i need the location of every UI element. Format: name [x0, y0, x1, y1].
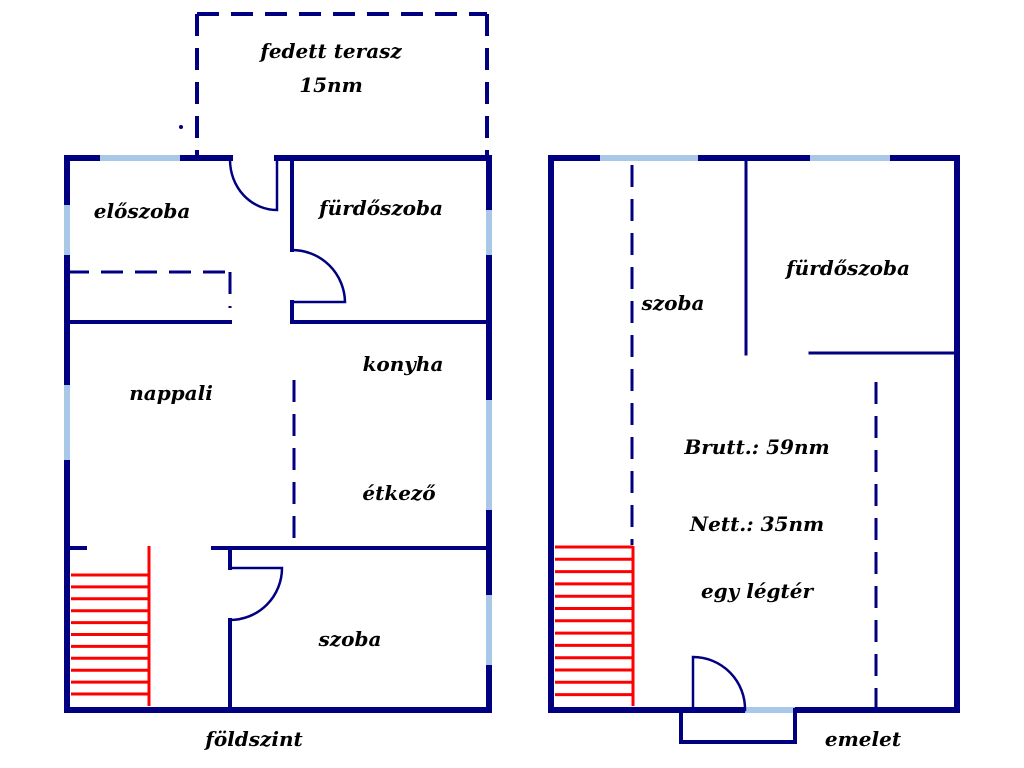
upper-entrance-niche [679, 708, 797, 744]
bathroom-door [290, 248, 347, 304]
ground-bedroom-label: szoba [318, 627, 382, 651]
ground-outer-walls [64, 155, 492, 713]
open-space-label: egy légtér [701, 579, 815, 603]
terrace-label: fedett terasz [258, 39, 402, 63]
ground-doors [228, 158, 347, 622]
upper-windows [600, 155, 890, 713]
ground-floor-caption: földszint [203, 727, 303, 751]
terrace-area-label: 15nm [299, 73, 363, 97]
ground-stairs [71, 546, 151, 706]
upper-dashed-lines [630, 165, 878, 710]
gross-area-label: Brutt.: 59nm [683, 435, 829, 459]
ground-dashed-lines [67, 270, 296, 548]
net-area-label: Nett.: 35nm [689, 512, 824, 536]
entrance-door [228, 158, 279, 212]
upper-room-label: szoba [641, 291, 705, 315]
living-room-label: nappali [129, 381, 213, 405]
upper-inner-walls [744, 156, 959, 356]
ground-floor-plan: fedett terasz 15nm előszoba fürdőszoba k… [64, 12, 492, 751]
dining-label: étkező [362, 481, 436, 505]
upper-floor-plan: szoba fürdőszoba Brutt.: 59nm Nett.: 35n… [548, 155, 960, 751]
terrace-outline [195, 12, 489, 158]
ground-inner-walls [65, 156, 491, 712]
upper-door [691, 655, 747, 712]
ground-bathroom-label: fürdőszoba [317, 196, 443, 220]
upper-outer-walls [548, 155, 960, 713]
upper-stairs [555, 545, 635, 706]
hall-label: előszoba [94, 199, 191, 223]
ground-windows [64, 155, 492, 665]
upper-floor-caption: emelet [825, 727, 902, 751]
kitchen-label: konyha [363, 352, 444, 376]
upper-bathroom-label: fürdőszoba [784, 256, 910, 280]
terrace-dot [179, 125, 183, 129]
bedroom-door [228, 566, 284, 622]
